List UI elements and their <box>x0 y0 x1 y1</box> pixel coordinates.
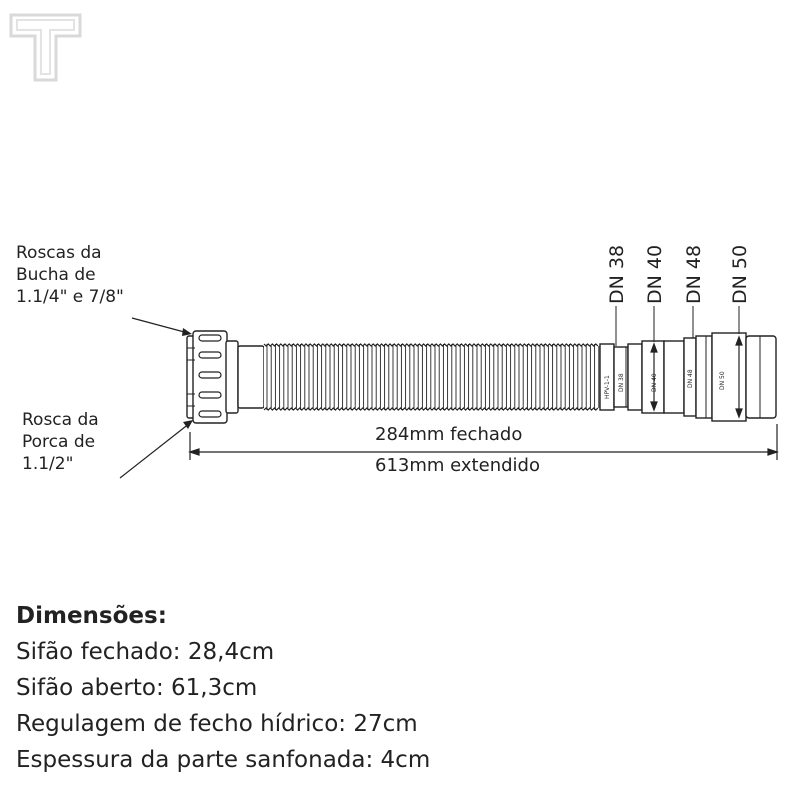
hose-edge-bottom <box>263 407 599 411</box>
dn48-label: DN 48 <box>683 245 705 304</box>
spec-line: Sifão fechado: 28,4cm <box>16 639 275 665</box>
dn40-label: DN 40 <box>644 245 666 304</box>
specs-title: Dimensões: <box>16 603 167 629</box>
threaded-nut <box>186 330 265 424</box>
dn38-mark: DN 38 <box>618 373 625 392</box>
dn40-mark: DN 40 <box>651 373 658 392</box>
part-code-mark: HPV-1-1 <box>604 375 611 399</box>
corrugated-hose <box>263 343 600 411</box>
length-dimension-line <box>188 424 779 460</box>
reducer-fitting <box>599 332 777 422</box>
closed-length-label: 284mm fechado <box>375 424 523 445</box>
extended-length-label: 613mm extendido <box>375 455 540 476</box>
spec-line: Regulagem de fecho hídrico: 27cm <box>16 711 418 737</box>
callout-bushing-threads: Roscas da Bucha de 1.1/4" e 7/8" <box>16 243 124 307</box>
hose-edge-top <box>263 343 599 347</box>
callout-nut-thread: Rosca da Porca de 1.1/2" <box>22 410 99 474</box>
spec-line: Sifão aberto: 61,3cm <box>16 675 258 701</box>
spec-line: Espessura da parte sanfonada: 4cm <box>16 747 431 773</box>
dn-labels: DN 38 DN 40 DN 48 DN 50 <box>606 245 751 304</box>
specifications: Dimensões: Sifão fechado: 28,4cm Sifão a… <box>16 598 430 778</box>
dn50-mark: DN 50 <box>719 371 726 390</box>
nut-grips <box>198 334 222 418</box>
dn38-label: DN 38 <box>606 245 628 304</box>
leader-line-top <box>131 317 189 334</box>
dn48-mark: DN 48 <box>687 369 694 388</box>
molded-markings: HPV-1-1 DN 38 DN 40 DN 48 DN 50 <box>604 369 726 399</box>
diameter-arrows <box>650 335 743 419</box>
leader-line-bottom <box>119 422 191 479</box>
dn50-label: DN 50 <box>729 245 751 304</box>
t-logo-icon <box>9 13 82 82</box>
